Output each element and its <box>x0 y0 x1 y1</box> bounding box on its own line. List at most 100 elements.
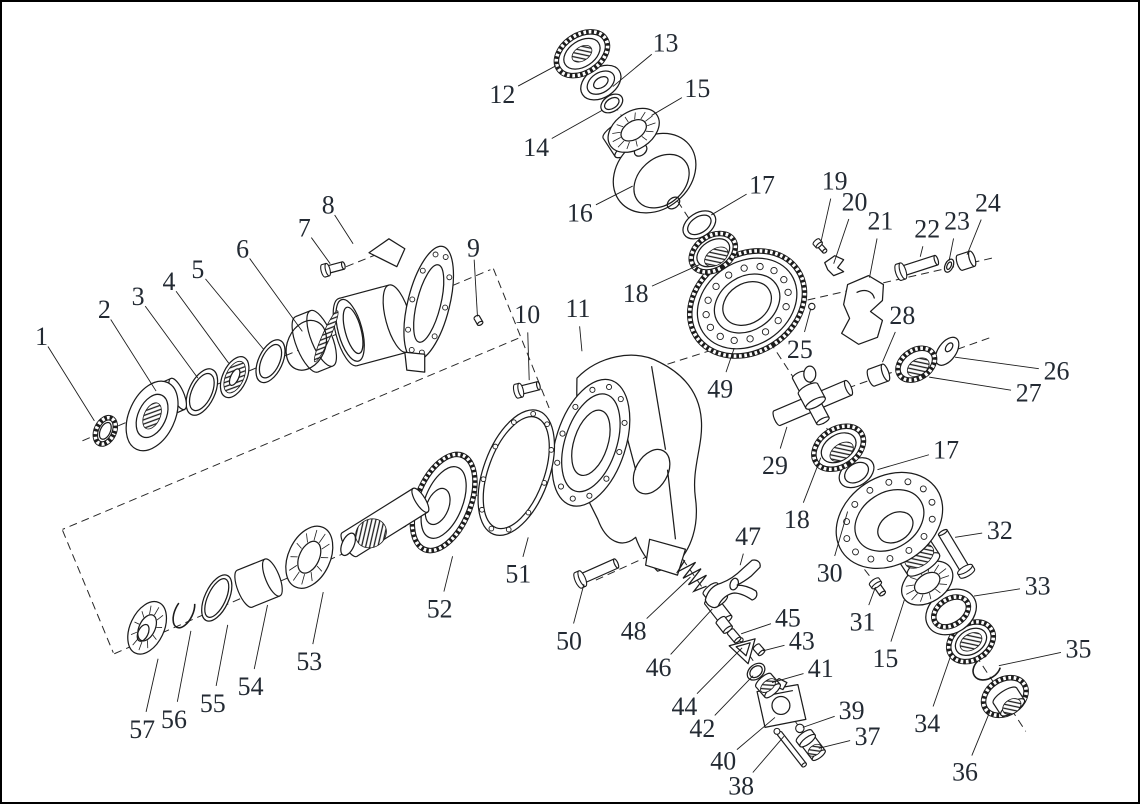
leader-line-12 <box>517 65 557 87</box>
part-9 <box>473 314 484 327</box>
part-label-21: 21 <box>868 206 894 235</box>
part-7 <box>320 261 346 278</box>
part-label-33: 33 <box>1025 572 1051 601</box>
leader-line-31 <box>868 586 876 606</box>
part-21 <box>841 275 885 345</box>
leader-line-57 <box>145 658 159 712</box>
part-label-45: 45 <box>775 603 801 632</box>
part-label-16: 16 <box>567 198 593 227</box>
part-1 <box>92 414 119 447</box>
leader-line-22 <box>919 246 924 257</box>
part-15 <box>607 107 660 153</box>
part-label-53: 53 <box>296 647 322 676</box>
leader-line-39 <box>802 715 835 728</box>
leader-line-11 <box>579 326 583 352</box>
part-44 <box>728 637 756 665</box>
part-label-48: 48 <box>621 616 647 645</box>
part-32 <box>937 528 976 579</box>
part-label-50: 50 <box>556 626 582 655</box>
part-label-25: 25 <box>787 335 813 364</box>
leader-line-43 <box>762 644 785 652</box>
leader-line-21 <box>869 238 878 278</box>
part-36 <box>980 674 1029 719</box>
part-label-3: 3 <box>132 282 145 311</box>
part-label-39: 39 <box>839 696 865 725</box>
part-6 <box>285 309 339 373</box>
part-5 <box>255 339 286 384</box>
leader-line-49 <box>725 348 735 373</box>
part-52 <box>340 451 478 558</box>
part-55 <box>201 574 233 622</box>
part-label-37: 37 <box>855 722 881 751</box>
leader-line-45 <box>740 623 772 635</box>
leader-line-53 <box>312 591 324 645</box>
part-33 <box>925 588 977 636</box>
part-17 <box>682 210 717 240</box>
leader-line-10 <box>527 332 530 381</box>
part-label-57: 57 <box>129 715 155 744</box>
part-label-43: 43 <box>789 626 815 655</box>
leader-line-33 <box>973 588 1021 597</box>
part-label-15: 15 <box>684 74 710 103</box>
part-label-8: 8 <box>322 190 335 219</box>
part-label-14: 14 <box>523 133 549 162</box>
leader-line-8 <box>334 214 354 245</box>
part-54 <box>234 558 283 608</box>
leader-line-1 <box>47 346 95 422</box>
part-26 <box>934 336 960 366</box>
leader-line-50 <box>573 583 585 624</box>
axis-line <box>595 552 655 581</box>
part-56 <box>172 595 196 629</box>
part-label-47: 47 <box>735 522 761 551</box>
part-37 <box>795 729 826 762</box>
part-label-1: 1 <box>35 322 48 351</box>
part-label-12: 12 <box>489 80 515 109</box>
leader-line-26 <box>955 356 1039 370</box>
part-label-28: 28 <box>889 301 915 330</box>
part-38 <box>773 727 808 768</box>
axis-line <box>62 337 519 530</box>
part-13 <box>580 64 622 101</box>
leader-line-6 <box>249 258 303 332</box>
part-label-7: 7 <box>298 213 311 242</box>
leader-line-46 <box>670 608 713 655</box>
leader-line-3 <box>144 305 199 379</box>
part-label-32: 32 <box>987 516 1013 545</box>
part-label-11: 11 <box>566 294 591 323</box>
part-28 <box>866 363 891 387</box>
part-label-46: 46 <box>646 653 672 682</box>
part-label-52: 52 <box>427 594 453 623</box>
part-23 <box>943 258 955 273</box>
part-57 <box>127 601 168 655</box>
leader-line-18 <box>651 264 700 287</box>
leader-line-19 <box>820 198 832 243</box>
part-label-22: 22 <box>914 214 940 243</box>
part-label-54: 54 <box>238 672 264 701</box>
leader-line-23 <box>948 238 954 261</box>
part-label-2: 2 <box>98 295 111 324</box>
part-label-29: 29 <box>762 451 788 480</box>
part-label-18: 18 <box>623 279 649 308</box>
leader-line-17 <box>711 193 747 216</box>
leader-line-54 <box>253 604 268 670</box>
part-47 <box>702 559 761 609</box>
part-41 <box>754 672 782 699</box>
part-label-18: 18 <box>784 505 810 534</box>
part-45 <box>726 628 742 644</box>
part-label-15: 15 <box>872 644 898 673</box>
part-20 <box>824 255 845 277</box>
part-43 <box>752 643 766 657</box>
part-label-9: 9 <box>467 233 480 262</box>
part-label-5: 5 <box>191 255 204 284</box>
part-31 <box>868 577 887 597</box>
part-label-49: 49 <box>707 375 733 404</box>
leader-line-27 <box>929 376 1012 391</box>
part-48 <box>675 559 707 593</box>
leader-line-18 <box>802 457 822 503</box>
leader-line-13 <box>612 53 653 87</box>
leader-line-24 <box>966 219 982 255</box>
leader-line-52 <box>443 556 454 592</box>
leader-line-56 <box>176 630 192 702</box>
